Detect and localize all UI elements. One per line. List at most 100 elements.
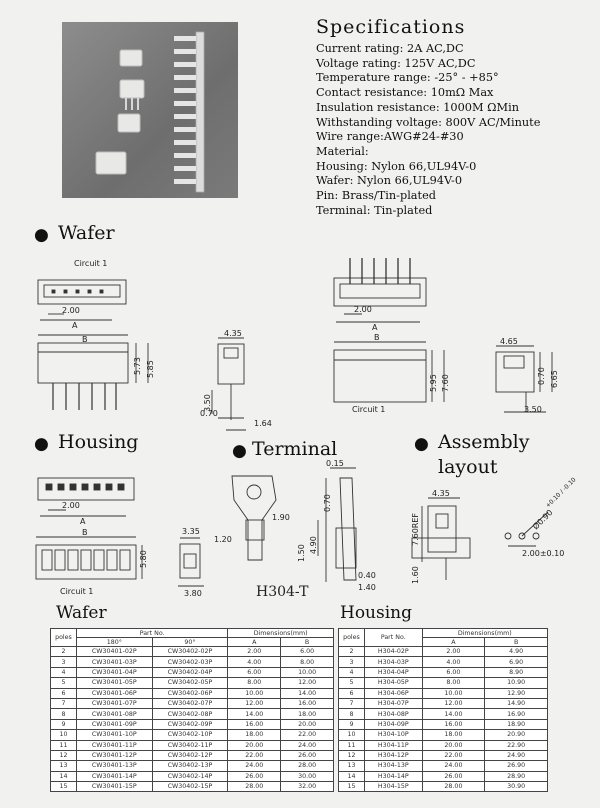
table-cell: H304-11P [363,739,423,751]
col-header-b: B [280,637,334,647]
table-cell: H304-07P [363,697,423,710]
col-header-dims: Dimensions(mm) [227,628,334,638]
table-cell: 6 [50,687,77,699]
dim-label: A [80,517,86,526]
table-cell: 3 [338,656,365,668]
table-cell: CW30402-11P [151,739,229,751]
table-cell: 24.00 [421,760,486,772]
circuit1-label: Circuit 1 [352,405,385,414]
table-cell: H304-14P [363,770,423,783]
col-header-90: 90° [151,637,229,647]
dim-label: 1.60 [411,566,420,584]
table-cell: 20.00 [280,718,334,731]
table-cell: 6 [338,687,365,699]
table-cell: 10 [50,729,77,741]
table-cell: CW30401-14P [75,770,153,783]
table-cell: H304-04P [363,666,423,679]
table-cell: CW30402-04P [151,666,229,679]
table-cell: CW30401-02P [75,645,153,658]
circuit1-label: Circuit 1 [60,587,93,596]
table-cell: 12.00 [227,697,282,710]
dim-label: 5.73 [133,357,142,375]
table-cell: 16.00 [280,697,334,710]
table-cell: 22.00 [421,749,486,762]
wafer-heading: Wafer [58,222,115,244]
bullet-icon: ● [34,434,49,454]
dim-label: 3.50 [524,405,542,414]
table-cell: CW30402-07P [151,697,229,710]
table-cell: CW30402-09P [151,718,229,731]
table-cell: 24.00 [227,760,282,772]
connector-photo-illustration [95,31,205,193]
table-cell: CW30402-10P [151,729,229,741]
table-cell: 10.00 [280,666,334,679]
table-cell: 20.00 [421,739,486,751]
table-cell: 18.90 [484,718,548,731]
table-cell: 14.00 [421,708,486,720]
table-cell: 16.90 [484,708,548,720]
spec-line: Terminal: Tin-plated [316,203,433,217]
table-cell: 8 [338,708,365,720]
dim-label: 0.70 [537,367,546,385]
table-cell: 2.00 [421,645,486,658]
table-cell: CW30401-09P [75,718,153,731]
housing-heading: Housing [58,431,139,453]
dim-label: A [72,321,78,330]
wafer-table: poles Part No. Dimensions(mm) 180° 90° A… [50,628,334,793]
table-cell: 7 [338,697,365,710]
table-cell: 2.00 [227,645,282,658]
spec-line: Temperature range: -25° - +85° [316,71,499,85]
table-cell: 13 [338,760,365,772]
table-cell: CW30401-13P [75,760,153,772]
table-cell: CW30401-07P [75,697,153,710]
table-cell: 28.00 [227,781,282,793]
table-cell: 10.90 [484,677,548,689]
table-cell: 6.00 [421,666,486,679]
table-cell: CW30402-14P [151,770,229,783]
specifications-title: Specifications [316,16,466,38]
dim-label: 3.80 [184,589,202,598]
table-cell: 13 [50,760,77,772]
dim-label: 1.64 [254,419,272,428]
table-cell: CW30402-12P [151,749,229,762]
table-cell: CW30402-08P [151,708,229,720]
product-photo [62,22,238,198]
bullet-icon: ● [414,434,429,454]
table-cell: 18.00 [280,708,334,720]
table-cell: 4.90 [484,645,548,658]
dim-label: 4.35 [432,489,450,498]
table-cell: 11 [50,739,77,751]
table-cell: H304-06P [363,687,423,699]
dim-label: 7.60REF [411,513,420,546]
bullet-icon: ● [34,225,49,245]
table-cell: 26.00 [280,749,334,762]
spec-line: Wire range:AWG#24-#30 [316,130,464,144]
table-cell: 5 [338,677,365,689]
spec-line: Housing: Nylon 66,UL94V-0 [316,159,477,173]
hole-diameter-label: Ø0.90 [530,507,554,531]
table-cell: 14.90 [484,697,548,710]
table-cell: 20.90 [484,729,548,741]
table-cell: 30.90 [484,781,548,793]
table-cell: 5 [50,677,77,689]
dim-label: 2.00 [354,305,372,314]
table-cell: 14 [50,770,77,783]
dim-label: B [82,335,88,344]
table-cell: 16.00 [421,718,486,731]
table-cell: 7 [50,697,77,710]
spec-line: Voltage rating: 125V AC,DC [316,56,476,70]
